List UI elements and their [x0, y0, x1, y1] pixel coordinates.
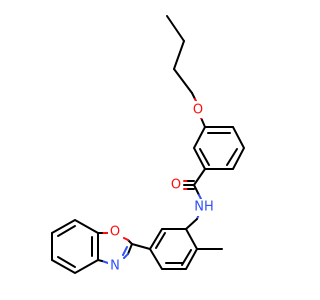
atom-label-oxazole-oxygen: O — [108, 223, 122, 240]
bond — [191, 92, 196, 100]
label-background — [193, 199, 215, 216]
label-background — [108, 258, 122, 275]
bond — [173, 40, 185, 70]
double-bond — [155, 232, 166, 249]
bond — [173, 68, 193, 94]
atom-symbol: O — [193, 103, 203, 118]
bond — [123, 253, 129, 259]
atom-label-oxazole-nitrogen: N — [108, 258, 122, 275]
double-bond — [57, 225, 76, 237]
molecule-diagram: O O NH O N — [51, 15, 246, 275]
bond — [166, 15, 185, 42]
label-background — [169, 176, 183, 193]
bond — [198, 194, 202, 200]
atom-symbol: N — [110, 259, 120, 274]
bond — [123, 237, 129, 241]
atom-label-carbonyl-oxygen: O — [169, 176, 183, 193]
double-bond — [57, 256, 76, 268]
label-background — [191, 101, 205, 118]
atom-label-amide-nitrogen: NH — [193, 199, 215, 216]
atom-label-ether-oxygen: O — [191, 101, 205, 118]
bond — [185, 218, 198, 230]
oxazole-ring — [97, 232, 151, 264]
atom-symbol: O — [171, 178, 181, 193]
double-bond — [226, 148, 238, 166]
bond — [201, 119, 206, 128]
double-bond — [199, 148, 210, 166]
label-background — [108, 223, 122, 240]
ring-outline — [192, 126, 246, 170]
bond — [131, 243, 151, 250]
double-bond — [122, 246, 128, 256]
structure-drawing: O O NH O N — [51, 15, 246, 275]
atom-symbol: O — [110, 225, 120, 240]
bond — [101, 260, 109, 264]
bond — [127, 243, 133, 255]
benzene-ring-top — [192, 126, 246, 170]
ring-outline — [51, 218, 99, 275]
benzene-ring-bottom — [148, 228, 199, 270]
benzene-ring-fused — [51, 218, 99, 275]
bond — [193, 168, 206, 186]
atom-symbol: NH — [194, 200, 214, 215]
butyl-chain — [166, 15, 193, 94]
bond — [193, 184, 200, 196]
